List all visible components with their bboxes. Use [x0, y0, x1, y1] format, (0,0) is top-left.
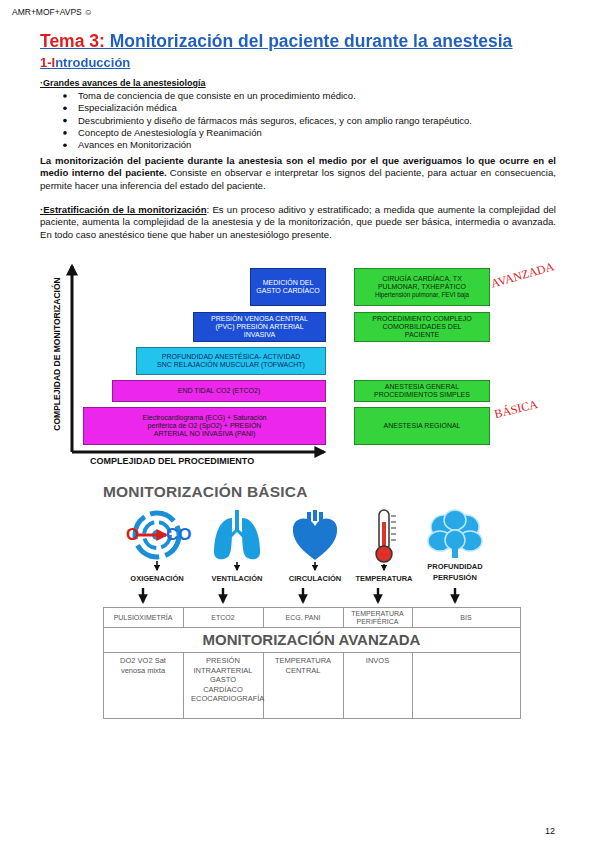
- box-text: Hipertensión pulmonar, FEVI baja: [375, 291, 469, 299]
- bullet-item: Descubrimiento y diseño de fármacos más …: [78, 115, 472, 126]
- procedure-box: PROCEDIMIENTO COMPLEJO COMORBILIDADES DE…: [354, 312, 490, 342]
- icon-letter: CO: [166, 525, 192, 545]
- procedure-box: ANESTESIA REGIONAL: [354, 407, 490, 445]
- box-text: Electrocardiograma (ECG) + Saturación pe…: [134, 414, 275, 439]
- table-cell: PRESIÓN INTRAARTERIAL GASTO CARDÍACO ECO…: [183, 656, 263, 704]
- parameter-label: CIRCULACIÓN: [275, 574, 355, 583]
- box-text: MEDICIÓN DEL GASTO CARDÍACO: [255, 279, 321, 295]
- table-cell: ECG. PANI: [263, 608, 343, 627]
- monitoring-level-box: PRESIÓN VENOSA CENTRAL (PVC) PRESIÓN ART…: [193, 312, 326, 342]
- bullet-item: Especialización médica: [78, 102, 177, 113]
- box-text: PROFUNDIDAD ANESTÉSICA- ACTIVIDAD SNC RE…: [155, 353, 307, 369]
- monitoring-table: [104, 608, 521, 719]
- page-header: AMR+MOF+AVPS ☺: [12, 7, 93, 17]
- lead-text: ·Estratificación de la monitorización: [40, 204, 207, 215]
- parameter-label: VENTILACIÓN: [197, 574, 277, 583]
- icon-letter: O: [126, 525, 139, 545]
- box-text: PRESIÓN VENOSA CENTRAL (PVC) PRESIÓN ART…: [204, 315, 315, 340]
- monitoring-level-box: END TIDAL CO2 (ETCO2): [112, 380, 326, 402]
- box-text: END TIDAL CO2 (ETCO2): [178, 387, 260, 395]
- axis-label: COMPLEJIDAD DE MONITORIZACIÓN: [52, 254, 62, 454]
- parameter-label: TEMPERATURA: [344, 574, 424, 583]
- table-cell: DO2 VO2 Sat venosa mixta: [103, 656, 183, 675]
- monitoring-level-box: PROFUNDIDAD ANESTÉSICA- ACTIVIDAD SNC RE…: [136, 347, 326, 375]
- box-text: PROCEDIMIENTO COMPLEJO COMORBILIDADES DE…: [365, 315, 479, 340]
- brain-icon: [428, 510, 482, 558]
- table-cell: TEMPERATURA CENTRAL: [263, 656, 343, 675]
- box-text: CIRUGÍA CARDÍACA, TX PULMONAR, TXHEPÁTIC…: [361, 275, 483, 291]
- table-cell: PULSIOXIMETRÍA: [103, 608, 183, 627]
- parameter-label: PROFUNDIDAD PERFUSIÓN: [425, 561, 485, 583]
- table-cell: ETCO2: [183, 608, 263, 627]
- bullet-item: Concepto de Anestesiología y Reanimación: [78, 127, 262, 138]
- level-tag: AVANZADA: [489, 259, 555, 290]
- page-number: 12: [545, 826, 555, 837]
- axis-label: COMPLEJIDAD DEL PROCEDIMIENTO: [90, 456, 254, 467]
- procedure-box: ANESTESIA GENERAL PROCEDIMIENTOS SIMPLES: [354, 380, 490, 402]
- parameter-label: OXIGENACIÓN: [117, 574, 197, 583]
- table-cell: BIS: [412, 608, 520, 627]
- table-header: MONITORIZACIÓN AVANZADA: [103, 628, 520, 652]
- bullet-item: Avances en Monitorización: [78, 139, 191, 150]
- table-cell: INVOS: [343, 656, 412, 666]
- section-heading: 1-Introducción: [40, 55, 130, 71]
- monitoring-level-box: Electrocardiograma (ECG) + Saturación pe…: [83, 407, 326, 445]
- table-cell: TEMPERATURA PERIFÉRICA: [343, 608, 412, 627]
- section-heading: MONITORIZACIÓN BÁSICA: [103, 482, 308, 501]
- page-title: Tema 3: Monitorización del paciente dura…: [40, 31, 580, 52]
- procedure-box: CIRUGÍA CARDÍACA, TX PULMONAR, TXHEPÁTIC…: [354, 268, 490, 306]
- box-text: ANESTESIA GENERAL PROCEDIMIENTOS SIMPLES: [369, 383, 475, 399]
- bullet-dots: [63, 94, 67, 147]
- bullet-item: Toma de conciencia de que consiste en un…: [78, 90, 356, 101]
- lungs-icon: [214, 510, 260, 559]
- heart-icon: [293, 510, 337, 560]
- monitoring-level-box: MEDICIÓN DEL GASTO CARDÍACO: [250, 268, 326, 306]
- subheading: ·Grandes avances de la anestesiología: [40, 78, 206, 89]
- paragraph: La monitorización del paciente durante l…: [40, 155, 556, 192]
- down-arrows: [143, 561, 455, 602]
- level-tag: BÁSICA: [493, 397, 539, 421]
- thermometer-icon: [376, 510, 396, 562]
- paragraph: ·Estratificación de la monitorización: E…: [40, 204, 556, 241]
- box-text: ANESTESIA REGIONAL: [383, 422, 460, 430]
